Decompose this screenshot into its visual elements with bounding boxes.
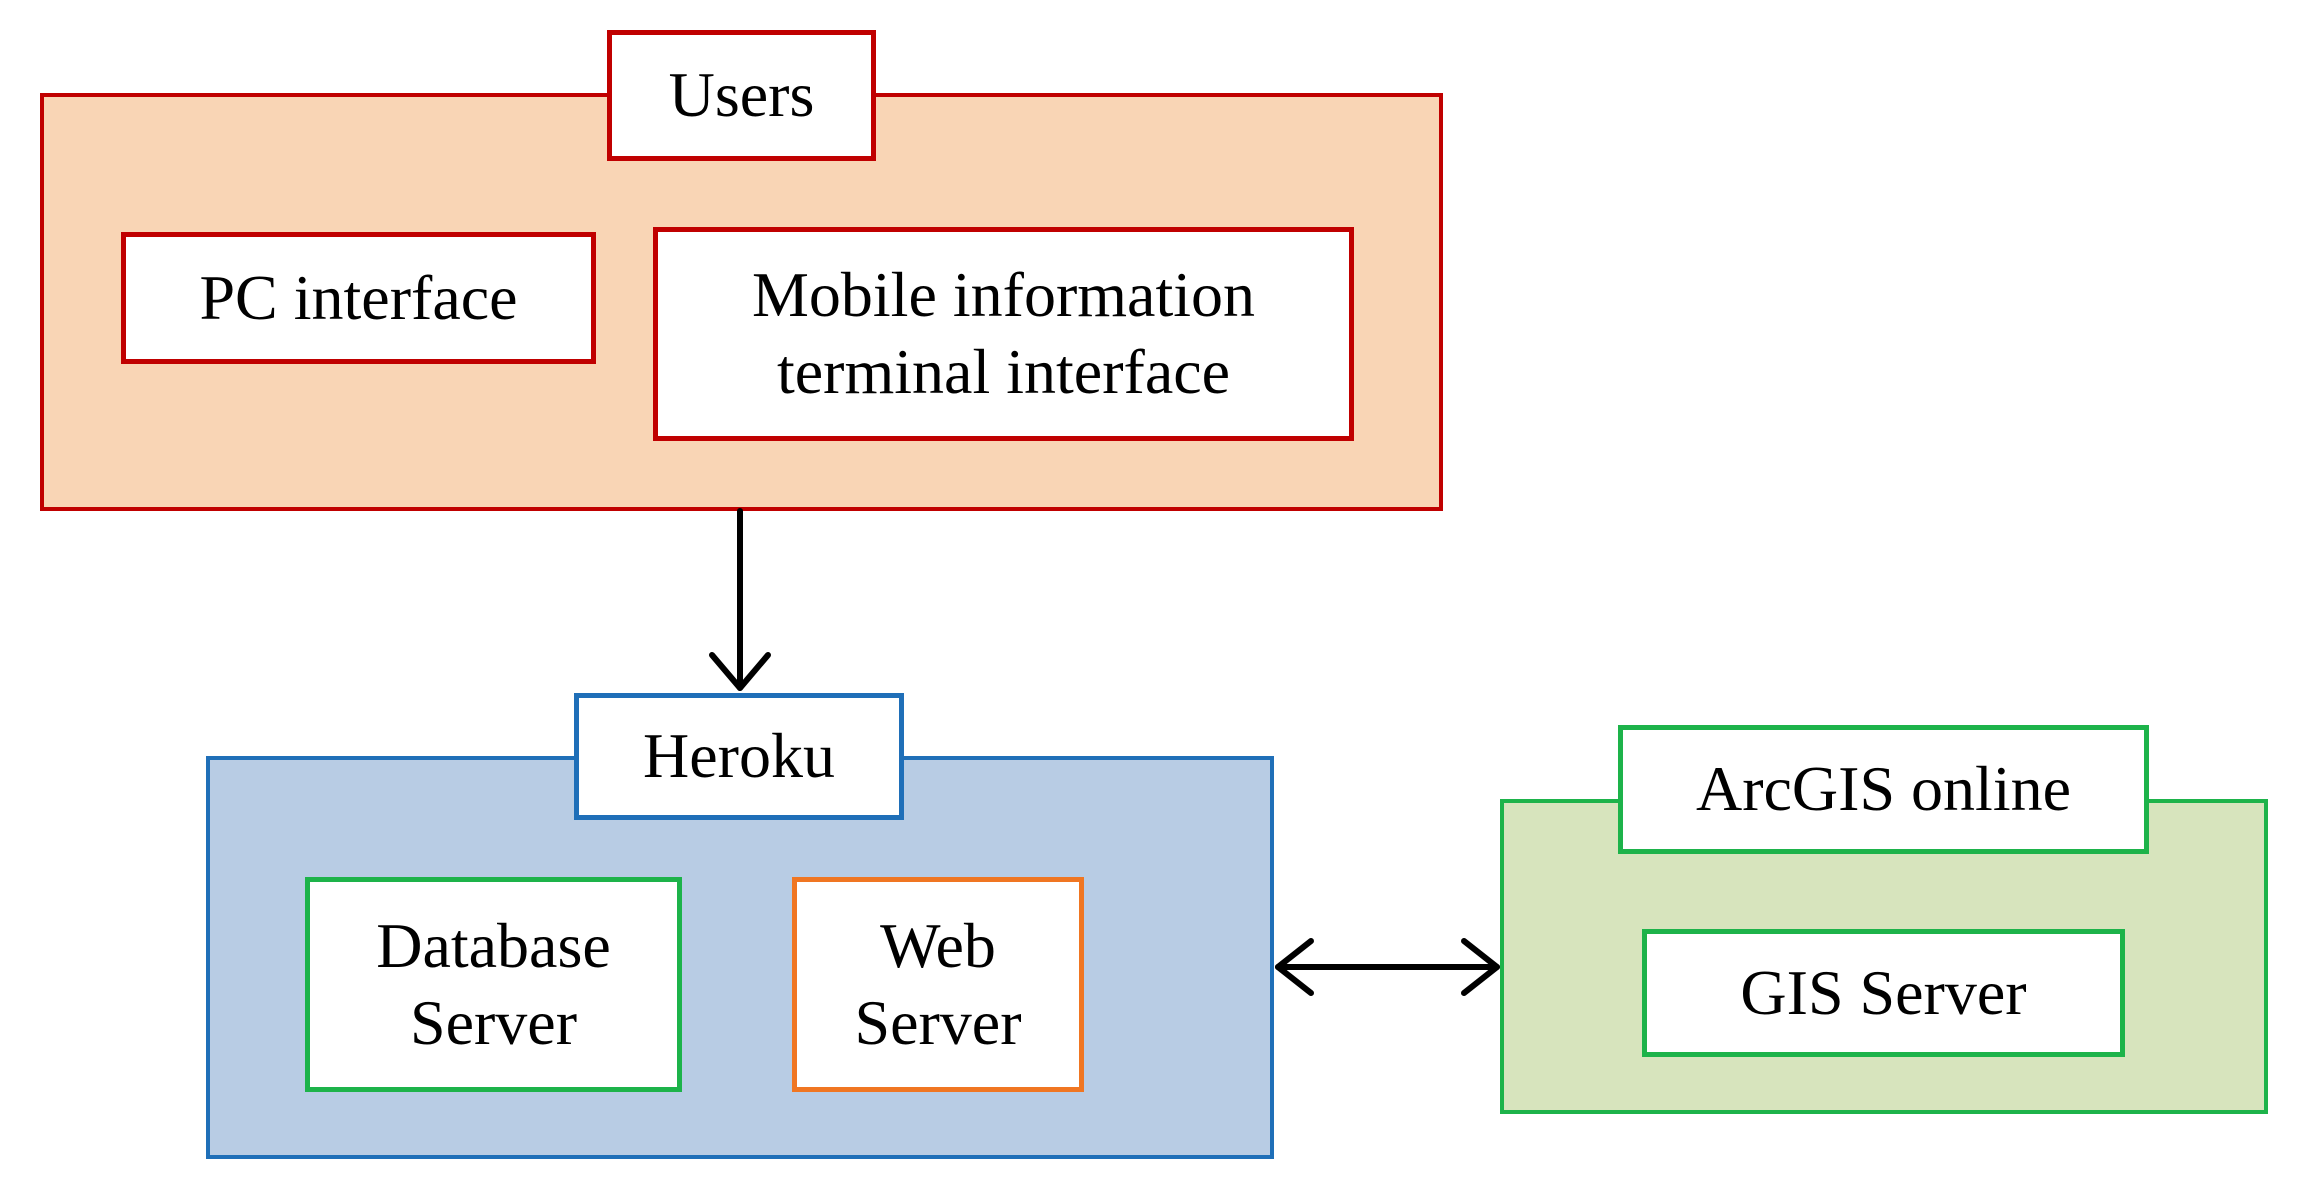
arcgis-title: ArcGIS online <box>1618 725 2149 854</box>
users-to-heroku-arrow <box>709 508 771 691</box>
web-server-label-line2: Server <box>854 986 1022 1058</box>
users-title: Users <box>607 30 876 161</box>
database-server-label-line2: Server <box>409 986 578 1058</box>
arcgis-title-label: ArcGIS online <box>1695 753 2072 825</box>
web-server-label-line1: Web <box>880 909 996 981</box>
mobile-interface-box: Mobile information terminal interface <box>653 227 1354 441</box>
heroku-arcgis-bidirectional-arrow <box>1275 938 1500 996</box>
heroku-title-label: Heroku <box>643 720 835 792</box>
gis-server-label: GIS Server <box>1740 956 2027 1028</box>
heroku-title: Heroku <box>574 693 904 820</box>
web-server-box: Web Server <box>792 877 1084 1092</box>
mobile-interface-label-line1: Mobile information <box>751 259 1256 331</box>
pc-interface-box: PC interface <box>121 232 596 364</box>
pc-interface-label: PC interface <box>199 261 518 333</box>
gis-server-box: GIS Server <box>1642 929 2125 1057</box>
users-title-label: Users <box>668 59 815 131</box>
database-server-label-line1: Database <box>376 909 611 981</box>
database-server-box: Database Server <box>305 877 682 1092</box>
mobile-interface-label-line2: terminal interface <box>776 336 1231 407</box>
